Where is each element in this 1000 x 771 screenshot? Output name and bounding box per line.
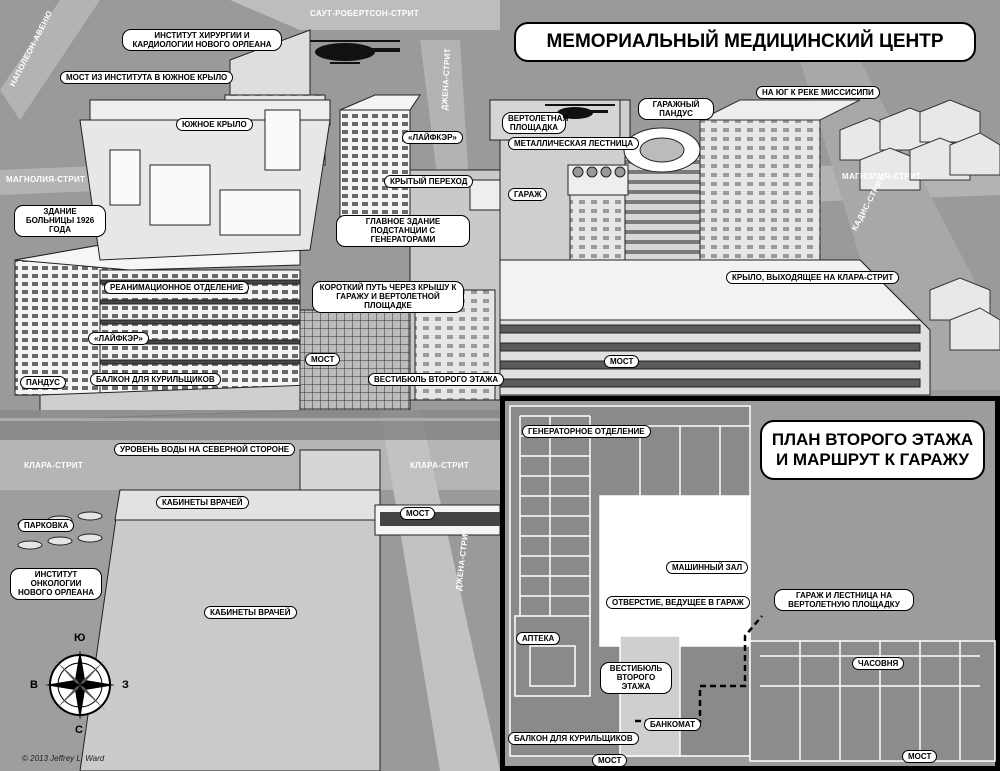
doctors-offices-building	[79, 489, 381, 771]
label-doctors-offices-1: КАБИНЕТЫ ВРАЧЕЙ	[156, 496, 249, 510]
label-bridge-lower: МОСТ	[400, 507, 436, 521]
compass-north-letter: Ю	[74, 632, 86, 644]
label-heliport: ВЕРТОЛЕТНАЯ ПЛОЩАДКА	[502, 112, 568, 135]
label-lobby-second: ВЕСТИБЮЛЬ ВТОРОГО ЭТАЖА	[368, 373, 505, 387]
street-jena-bottom	[380, 410, 500, 771]
helicopter-top	[290, 40, 400, 64]
compass-east-letter: З	[122, 679, 129, 691]
street-label-south-robertson: САУТ-РОБЕРТСОН-СТРИТ	[310, 9, 419, 18]
floor-plan-title: ПЛАН ВТОРОГО ЭТАЖА И МАРШРУТ К ГАРАЖУ	[760, 420, 985, 480]
compass-rose	[45, 650, 115, 720]
street-jena-top	[420, 40, 470, 200]
floor-plan-title-line2: И МАРШРУТ К ГАРАЖУ	[775, 450, 970, 469]
street-napoleon	[0, 0, 100, 120]
label-smokers-balcony: БАЛКОН ДЛЯ КУРИЛЬЩИКОВ	[90, 373, 221, 387]
plan-label-lobby: ВЕСТИБЮЛЬ ВТОРОГО ЭТАЖА	[600, 662, 672, 694]
label-ramp: ПАНДУС	[20, 376, 66, 390]
plan-label-garage-stairs: ГАРАЖ И ЛЕСТНИЦА НА ВЕРТОЛЕТНУЮ ПЛОЩАДКУ	[774, 589, 914, 612]
compass-west-letter: В	[30, 679, 38, 691]
label-lifecare-top: «ЛАЙФКЭР»	[402, 131, 463, 145]
label-covered-passage: КРЫТЫЙ ПЕРЕХОД	[384, 175, 474, 189]
label-doctors-offices-2: КАБИНЕТЫ ВРАЧЕЙ	[204, 606, 297, 620]
residential-houses	[839, 99, 1000, 351]
copyright-text: © 2013 Jeffrey L. Ward	[22, 754, 105, 763]
street-south-robertson	[230, 0, 500, 30]
label-bridge-mid: МОСТ	[305, 353, 341, 367]
label-south-wing: ЮЖНОЕ КРЫЛО	[176, 118, 253, 132]
plan-label-machine-room: МАШИННЫЙ ЗАЛ	[666, 561, 749, 575]
label-oncology: ИНСТИТУТ ОНКОЛОГИИ НОВОГО ОРЛЕАНА	[10, 568, 102, 600]
compass-south-letter: С	[75, 724, 83, 736]
label-clara-wing: КРЫЛО, ВЫХОДЯЩЕЕ НА КЛАРА-СТРИТ	[726, 271, 900, 285]
label-substation: ГЛАВНОЕ ЗДАНИЕ ПОДСТАНЦИИ С ГЕНЕРАТОРАМИ	[336, 215, 470, 247]
label-bridge-right: МОСТ	[604, 355, 640, 369]
street-label-clara-mid: КЛАРА-СТРИТ	[410, 461, 470, 470]
label-garage: ГАРАЖ	[508, 188, 548, 202]
plan-label-bridge-left: МОСТ	[592, 754, 628, 768]
plan-label-chapel: ЧАСОВНЯ	[852, 657, 905, 671]
street-label-magnolia-right: МАГНОЛИЯ-СТРИТ	[842, 172, 922, 181]
floor-plan-title-line1: ПЛАН ВТОРОГО ЭТАЖА	[771, 430, 974, 450]
label-hospital-1926: ЗДАНИЕ БОЛЬНИЦЫ 1926 ГОДА	[14, 205, 106, 237]
plan-label-atm: БАНКОМАТ	[644, 718, 702, 732]
label-shortcut: КОРОТКИЙ ПУТЬ ЧЕРЕЗ КРЫШУ К ГАРАЖУ И ВЕР…	[312, 281, 464, 313]
label-bridge-south-wing: МОСТ ИЗ ИНСТИТУТА В ЮЖНОЕ КРЫЛО	[60, 71, 234, 85]
label-lifecare-bottom: «ЛАЙФКЭР»	[88, 332, 149, 346]
label-parking: ПАРКОВКА	[18, 519, 75, 533]
label-surgery-institute: ИНСТИТУТ ХИРУРГИИ И КАРДИОЛОГИИ НОВОГО О…	[122, 29, 282, 52]
label-south-river: НА ЮГ К РЕКЕ МИССИСИПИ	[756, 86, 880, 100]
street-label-clara-left: КЛАРА-СТРИТ	[24, 461, 84, 470]
label-metal-stairs: МЕТАЛЛИЧЕСКАЯ ЛЕСТНИЦА	[508, 137, 640, 151]
plan-label-bridge-right: МОСТ	[902, 750, 938, 764]
map-title: МЕМОРИАЛЬНЫЙ МЕДИЦИНСКИЙ ЦЕНТР	[514, 22, 976, 62]
street-label-magnolia-left: МАГНОЛИЯ-СТРИТ	[6, 175, 86, 184]
plan-label-opening: ОТВЕРСТИЕ, ВЕДУЩЕЕ В ГАРАЖ	[606, 596, 750, 610]
label-icu: РЕАНИМАЦИОННОЕ ОТДЕЛЕНИЕ	[104, 281, 250, 295]
plan-label-balcony: БАЛКОН ДЛЯ КУРИЛЬЩИКОВ	[508, 732, 639, 746]
water-level	[0, 410, 500, 440]
label-water-level: УРОВЕНЬ ВОДЫ НА СЕВЕРНОЙ СТОРОНЕ	[114, 443, 296, 457]
label-garage-ramp: ГАРАЖНЫЙ ПАНДУС	[638, 98, 714, 121]
plan-label-generator: ГЕНЕРАТОРНОЕ ОТДЕЛЕНИЕ	[522, 425, 651, 439]
plan-label-pharmacy: АПТЕКА	[516, 632, 561, 646]
helicopter-heliport	[545, 104, 615, 119]
